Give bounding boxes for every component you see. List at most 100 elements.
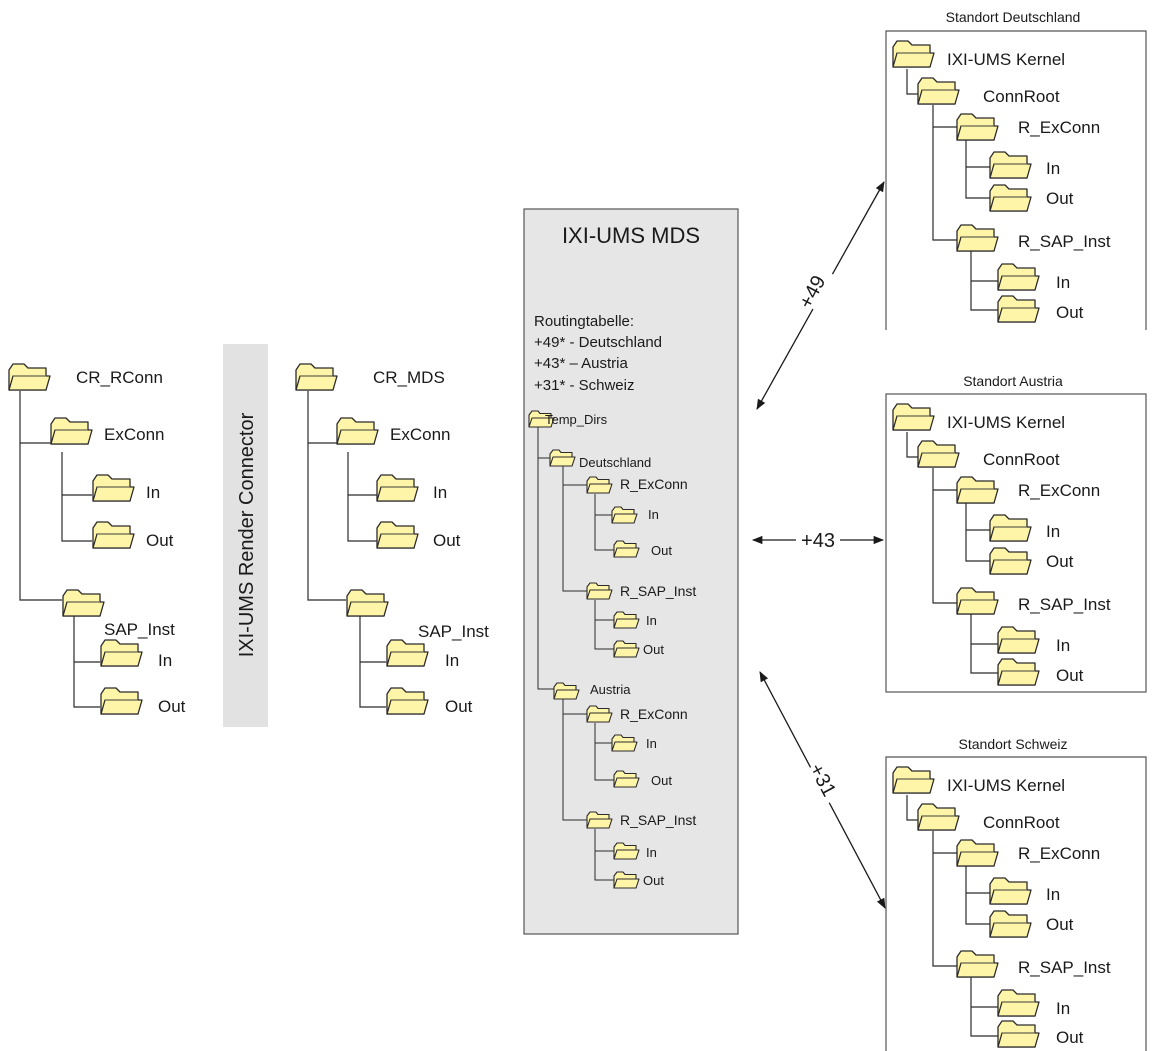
folder-icon[interactable] (586, 476, 613, 494)
site-at-sap-in: In (1056, 636, 1070, 655)
site-ch-sap-out: Out (1056, 1028, 1084, 1047)
folder-icon[interactable] (892, 40, 935, 68)
folder-icon[interactable] (892, 403, 935, 431)
site-de-sap-out: Out (1056, 303, 1084, 322)
folder-icon[interactable] (613, 871, 640, 889)
mds-at-ex-label: R_ExConn (620, 706, 688, 722)
site-ch-sap: R_SAP_Inst (1018, 958, 1111, 977)
folder-icon[interactable] (386, 687, 429, 715)
middle-tree: CR_MDS ExConn In Out SAP_Inst In Out (295, 363, 489, 716)
mds-de-sap-in-label: In (646, 613, 657, 628)
folder-icon[interactable] (613, 640, 640, 658)
mds-at-ex-in-label: In (646, 736, 657, 751)
folder-icon[interactable] (989, 514, 1032, 542)
folder-icon[interactable] (989, 547, 1032, 575)
folder-icon[interactable] (956, 839, 999, 867)
folder-icon[interactable] (586, 705, 613, 723)
site-at-kernel: IXI-UMS Kernel (947, 413, 1065, 432)
site-at-ex-in: In (1046, 522, 1060, 541)
folder-icon[interactable] (295, 363, 338, 391)
site-austria: Standort Austria IXI-UMS Kernel ConnRoot… (885, 373, 1147, 693)
folder-icon[interactable] (50, 417, 93, 445)
folder-icon[interactable] (92, 474, 135, 502)
middle-ex-in-label: In (433, 483, 447, 502)
folder-icon[interactable] (553, 682, 580, 700)
site-de-ex-out: Out (1046, 189, 1074, 208)
folder-icon[interactable] (989, 877, 1032, 905)
folder-icon[interactable] (997, 263, 1040, 291)
folder-icon[interactable] (100, 639, 143, 667)
folder-icon[interactable] (549, 449, 576, 467)
middle-ex-out-label: Out (433, 531, 461, 550)
mds-at-label: Austria (590, 682, 631, 697)
mds-temp-label: Temp_Dirs (545, 412, 608, 427)
folder-icon[interactable] (956, 950, 999, 978)
folder-icon[interactable] (586, 582, 613, 600)
left-ex-in-label: In (146, 483, 160, 502)
mds-de-ex-out-label: Out (651, 543, 672, 558)
folder-icon[interactable] (611, 734, 638, 752)
folder-icon[interactable] (956, 476, 999, 504)
folder-icon[interactable] (956, 113, 999, 141)
folder-icon[interactable] (917, 803, 960, 831)
mds-at-ex-out-label: Out (651, 773, 672, 788)
folder-icon[interactable] (376, 521, 419, 549)
route-at: +43* – Austria (534, 355, 628, 372)
left-sap-out-label: Out (158, 697, 186, 716)
middle-sap-in-label: In (445, 651, 459, 670)
link-at-label: +43 (801, 530, 835, 552)
folder-icon[interactable] (917, 440, 960, 468)
folder-icon[interactable] (613, 611, 640, 629)
folder-icon[interactable] (997, 1020, 1040, 1048)
folder-icon[interactable] (613, 842, 640, 860)
mds-de-ex-in-label: In (648, 507, 659, 522)
mds-de-ex-label: R_ExConn (620, 476, 688, 492)
folder-icon[interactable] (997, 295, 1040, 323)
folder-icon[interactable] (956, 587, 999, 615)
mds-de-label: Deutschland (579, 455, 651, 470)
folder-icon[interactable] (376, 474, 419, 502)
render-connector: IXI-UMS Render Connector (223, 344, 268, 727)
site-at-ex: R_ExConn (1018, 481, 1100, 500)
site-ch-title: Standort Schweiz (959, 736, 1068, 752)
left-sap-in-label: In (158, 651, 172, 670)
site-ch-ex-out: Out (1046, 915, 1074, 934)
folder-icon[interactable] (997, 989, 1040, 1017)
links: +49 +43 +31 (751, 181, 886, 909)
folder-icon[interactable] (989, 151, 1032, 179)
site-at-connroot: ConnRoot (983, 450, 1060, 469)
left-sap-label: SAP_Inst (104, 620, 175, 639)
site-ch-ex-in: In (1046, 885, 1060, 904)
folder-icon[interactable] (997, 658, 1040, 686)
folder-icon[interactable] (613, 770, 640, 788)
folder-icon[interactable] (997, 626, 1040, 654)
mds-panel: IXI-UMS MDS Routingtabelle: +49* - Deuts… (523, 208, 739, 935)
folder-icon[interactable] (892, 766, 935, 794)
site-de-ex-in: In (1046, 159, 1060, 178)
route-ch: +31* - Schweiz (534, 377, 634, 394)
folder-icon[interactable] (917, 77, 960, 105)
site-de-title: Standort Deutschland (946, 9, 1081, 25)
folder-icon[interactable] (346, 589, 389, 617)
site-de-connroot: ConnRoot (983, 87, 1060, 106)
site-de-sap-in: In (1056, 273, 1070, 292)
folder-icon[interactable] (92, 521, 135, 549)
folder-icon[interactable] (613, 540, 640, 558)
site-ch-sap-in: In (1056, 999, 1070, 1018)
folder-icon[interactable] (956, 224, 999, 252)
folder-icon[interactable] (336, 417, 379, 445)
folder-icon[interactable] (386, 639, 429, 667)
folder-icon[interactable] (100, 687, 143, 715)
folder-icon[interactable] (62, 589, 105, 617)
folder-icon[interactable] (8, 363, 51, 391)
left-ex-out-label: Out (146, 531, 174, 550)
mds-at-sap-out-label: Out (643, 873, 664, 888)
routing-title: Routingtabelle: (534, 313, 634, 330)
site-deutschland: Standort Deutschland IXI-UMS Kernel Conn… (885, 9, 1147, 330)
folder-icon[interactable] (611, 506, 638, 524)
folder-icon[interactable] (586, 811, 613, 829)
folder-icon[interactable] (989, 910, 1032, 938)
folder-icon[interactable] (989, 184, 1032, 212)
site-ch-ex: R_ExConn (1018, 844, 1100, 863)
